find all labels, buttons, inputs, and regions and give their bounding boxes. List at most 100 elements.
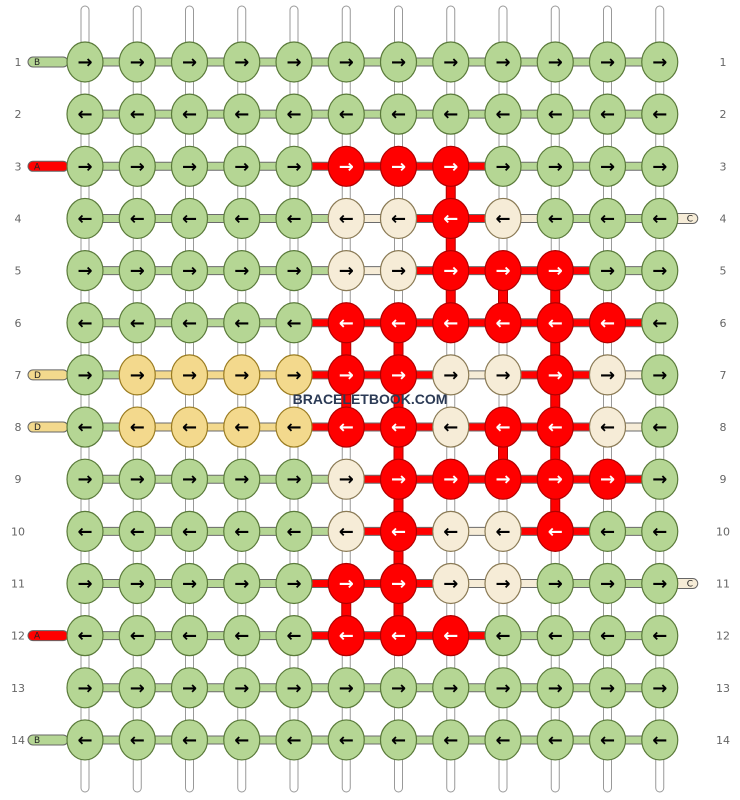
row-number-left: 4 — [15, 212, 22, 225]
knot — [170, 302, 209, 344]
row-number-left: 9 — [15, 473, 22, 486]
knot — [118, 145, 156, 187]
knot-arrow: ← — [495, 104, 510, 125]
knot-arrow: → — [234, 365, 249, 386]
knot-arrow: ← — [600, 417, 615, 438]
knot — [536, 406, 574, 448]
knot — [170, 719, 209, 761]
knot-arrow: ← — [443, 313, 458, 334]
knot — [66, 406, 104, 448]
knot-arrow: → — [548, 574, 563, 595]
row-number-right: 12 — [716, 630, 730, 643]
knot-arrow: → — [548, 52, 563, 73]
knot — [170, 667, 209, 709]
knot-arrow: → — [77, 156, 92, 177]
knot-arrow: ← — [286, 104, 301, 125]
knot-arrow: ← — [182, 730, 197, 751]
knot-arrow: → — [77, 678, 92, 699]
knot-arrow: ← — [495, 730, 510, 751]
knot-arrow: → — [495, 469, 510, 490]
knot-arrow: → — [286, 678, 301, 699]
knot — [484, 302, 522, 344]
knot-arrow: → — [652, 678, 667, 699]
knot — [484, 406, 522, 448]
knot — [275, 302, 313, 344]
knot — [327, 667, 365, 709]
knot-arrow: ← — [495, 626, 510, 647]
row-number-left: 7 — [15, 369, 22, 382]
knot — [66, 615, 104, 657]
knot — [118, 615, 156, 657]
knot-arrow: ← — [339, 730, 354, 751]
start-string-letter: A — [34, 162, 41, 172]
knot-arrow: ← — [130, 208, 145, 229]
knot — [223, 93, 261, 135]
knot — [379, 510, 418, 552]
knot-arrow: → — [548, 261, 563, 282]
knot-arrow: ← — [443, 208, 458, 229]
knot — [327, 302, 365, 344]
knot — [484, 250, 522, 292]
knot-arrow: ← — [77, 104, 92, 125]
row-number-left: 11 — [11, 578, 25, 591]
knot — [432, 667, 470, 709]
knot-arrow: ← — [600, 208, 615, 229]
knot-arrow: → — [652, 365, 667, 386]
knot — [275, 354, 313, 396]
knot — [379, 667, 418, 709]
row-number-right: 10 — [716, 525, 730, 538]
knot — [223, 250, 261, 292]
knot — [536, 250, 574, 292]
knot — [432, 145, 470, 187]
knot — [641, 302, 679, 344]
knot-arrow: ← — [182, 417, 197, 438]
row-number-left: 12 — [11, 630, 25, 643]
knot-arrow: ← — [234, 104, 249, 125]
knot — [536, 615, 574, 657]
knot — [275, 510, 313, 552]
knot-arrow: ← — [234, 417, 249, 438]
knot — [641, 562, 679, 605]
knot-arrow: → — [600, 574, 615, 595]
knot-arrow: → — [77, 574, 92, 595]
knot — [588, 41, 627, 83]
knot-arrow: → — [339, 365, 354, 386]
knot — [223, 510, 261, 552]
knot-arrow: → — [182, 156, 197, 177]
knot-arrow: ← — [548, 313, 563, 334]
knot — [536, 510, 574, 552]
knot — [327, 562, 365, 605]
knot-arrow: → — [182, 678, 197, 699]
knot — [223, 354, 261, 396]
knot-arrow: ← — [600, 313, 615, 334]
knot — [379, 406, 418, 448]
row-number-left: 1 — [15, 56, 22, 69]
knot-arrow: → — [652, 469, 667, 490]
knot-arrow: → — [548, 156, 563, 177]
knot-arrow: ← — [652, 730, 667, 751]
knot — [275, 93, 313, 135]
knot — [484, 615, 522, 657]
knot-arrow: → — [182, 469, 197, 490]
knot-arrow: ← — [77, 208, 92, 229]
knot — [223, 458, 261, 500]
knot-arrow: → — [600, 678, 615, 699]
knot-arrow: ← — [548, 521, 563, 542]
knot-arrow: → — [495, 52, 510, 73]
knot — [484, 197, 522, 240]
row-number-right: 2 — [720, 108, 727, 121]
knot — [223, 302, 261, 344]
row-number-right: 1 — [720, 56, 727, 69]
knot — [432, 302, 470, 344]
knot — [66, 562, 104, 605]
watermark: BRACELETBOOK.COM — [293, 391, 448, 407]
knot-arrow: → — [339, 261, 354, 282]
knot — [379, 458, 418, 500]
knot-arrow: → — [77, 52, 92, 73]
knot — [327, 250, 365, 292]
knot — [379, 145, 418, 187]
knot — [432, 41, 470, 83]
row-number-left: 8 — [15, 421, 22, 434]
knot-arrow: → — [286, 52, 301, 73]
knot-arrow: ← — [548, 417, 563, 438]
